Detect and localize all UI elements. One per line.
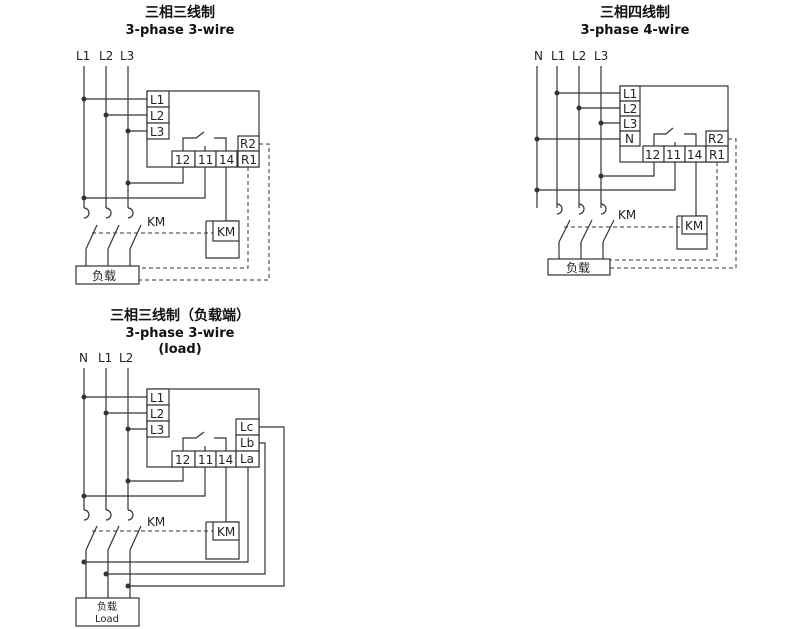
d2-contactor bbox=[681, 215, 708, 235]
d1-load-label: 负载 bbox=[92, 269, 116, 283]
d2-title-en: 3-phase 4-wire bbox=[581, 23, 690, 38]
d3-terminal-label: 12 bbox=[175, 453, 190, 467]
d1-relay-label: R1 bbox=[241, 153, 257, 167]
d2-input-label: L3 bbox=[623, 117, 637, 131]
d2-load-label: 负载 bbox=[566, 261, 590, 275]
d1-input-label: L2 bbox=[150, 109, 164, 123]
d1-terminal-label: 14 bbox=[219, 153, 234, 167]
d1-relay-label: R2 bbox=[240, 137, 256, 151]
d3-load-label-cn: 负载 bbox=[97, 600, 117, 613]
d1-km-label: KM bbox=[147, 215, 165, 229]
d3-line-label: L2 bbox=[119, 351, 133, 365]
d3-title-en2: (load) bbox=[158, 342, 201, 357]
d3-relay-label: La bbox=[240, 452, 254, 466]
d1-line-label: L1 bbox=[76, 49, 90, 63]
d1-load-box bbox=[75, 265, 140, 285]
d3-title-en: 3-phase 3-wire bbox=[126, 326, 235, 341]
d2-line-label: L1 bbox=[551, 49, 565, 63]
d1-line-label: L3 bbox=[120, 49, 134, 63]
d3-terminal-label: 11 bbox=[198, 453, 213, 467]
d2-input-label: L1 bbox=[623, 87, 637, 101]
d1-contactor bbox=[212, 220, 240, 242]
diagram-3phase-3wire-load: 三相三线制（负载端） 3-phase 3-wire (load) N L1 L2… bbox=[75, 307, 285, 627]
d3-line-label: L1 bbox=[98, 351, 112, 365]
d1-input-label: L1 bbox=[150, 93, 164, 107]
d2-terminal-label: 14 bbox=[687, 148, 702, 162]
d3-title-cn: 三相三线制（负载端） bbox=[110, 307, 250, 324]
d1-title-en: 3-phase 3-wire bbox=[126, 23, 235, 38]
d1-input-label: L3 bbox=[150, 125, 164, 139]
d2-line-label: L2 bbox=[572, 49, 586, 63]
d2-line-label: N bbox=[534, 49, 543, 63]
diagram-3phase-4wire: 三相四线制 3-phase 4-wire N L1 L2 L3 L1 L2 L3… bbox=[534, 4, 737, 276]
d1-title-cn: 三相三线制 bbox=[145, 4, 215, 21]
d2-contactor-label: KM bbox=[685, 219, 703, 233]
d3-relay-label: Lc bbox=[240, 420, 253, 434]
d3-load-label-en: Load bbox=[95, 614, 119, 625]
d2-km-label: KM bbox=[618, 208, 636, 222]
d2-title-cn: 三相四线制 bbox=[600, 4, 670, 21]
d3-relay-label: Lb bbox=[240, 436, 254, 450]
d2-load-box bbox=[547, 258, 611, 276]
d3-input-label: L3 bbox=[150, 423, 164, 437]
d1-terminal-label: 11 bbox=[198, 153, 213, 167]
d3-contactor-label: KM bbox=[217, 525, 235, 539]
d3-line-label: N bbox=[79, 351, 88, 365]
d2-terminal-label: 12 bbox=[645, 148, 660, 162]
d3-load-box bbox=[75, 597, 140, 627]
d3-terminal-label: 14 bbox=[218, 453, 233, 467]
d1-contactor-label: KM bbox=[217, 225, 235, 239]
d3-input-label: L2 bbox=[150, 407, 164, 421]
d2-line-label: L3 bbox=[594, 49, 608, 63]
d2-input-label: L2 bbox=[623, 102, 637, 116]
d2-relay-label: R1 bbox=[709, 148, 725, 162]
d1-terminal-label: 12 bbox=[175, 153, 190, 167]
d3-km-label: KM bbox=[147, 515, 165, 529]
d1-line-label: L2 bbox=[99, 49, 113, 63]
d2-input-label: N bbox=[625, 132, 634, 146]
d2-relay-label: R2 bbox=[708, 132, 724, 146]
d3-input-label: L1 bbox=[150, 391, 164, 405]
diagram-3phase-3wire: 三相三线制 3-phase 3-wire L1 L2 L3 L1 L2 L3 1… bbox=[75, 4, 270, 285]
d2-terminal-label: 11 bbox=[666, 148, 681, 162]
